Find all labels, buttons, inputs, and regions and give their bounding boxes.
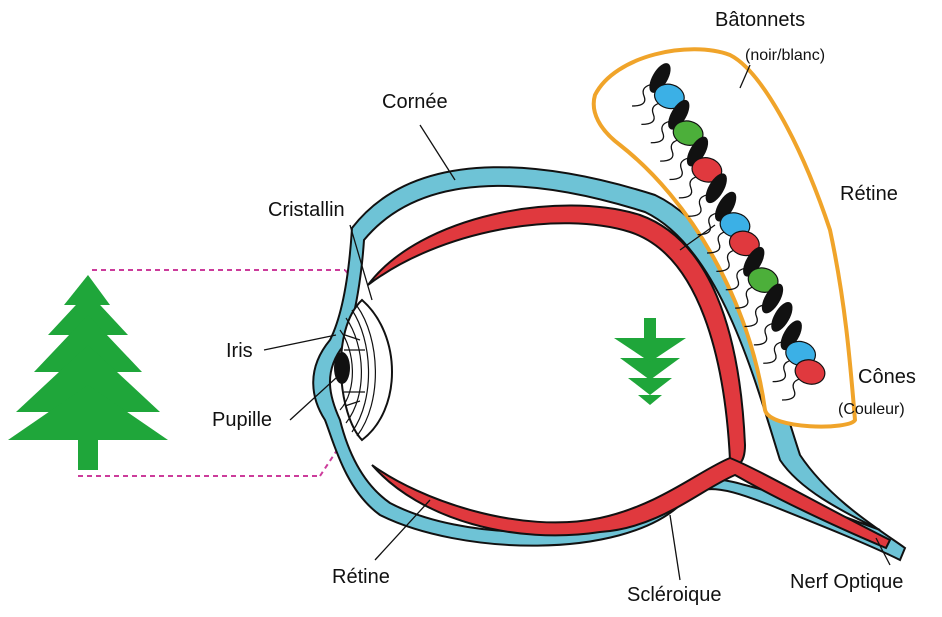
- label-cones-note: (Couleur): [838, 401, 905, 418]
- label-cristallin: Cristallin: [268, 199, 345, 221]
- label-retine: Rétine: [332, 566, 390, 588]
- label-batonnets-note: (noir/blanc): [745, 47, 825, 64]
- label-cones: Cônes: [858, 366, 916, 388]
- label-iris: Iris: [226, 340, 253, 362]
- object-tree: [8, 275, 168, 470]
- label-scleroique: Scléroique: [627, 584, 722, 606]
- label-cornee: Cornée: [382, 91, 448, 113]
- label-batonnets: Bâtonnets: [715, 9, 805, 31]
- scleroique-leader: [670, 515, 680, 580]
- label-nerf-optique: Nerf Optique: [790, 571, 903, 593]
- cornee-leader: [420, 125, 455, 180]
- label-retine-zoom: Rétine: [840, 183, 898, 205]
- pupil: [334, 352, 350, 384]
- label-pupille: Pupille: [212, 409, 272, 431]
